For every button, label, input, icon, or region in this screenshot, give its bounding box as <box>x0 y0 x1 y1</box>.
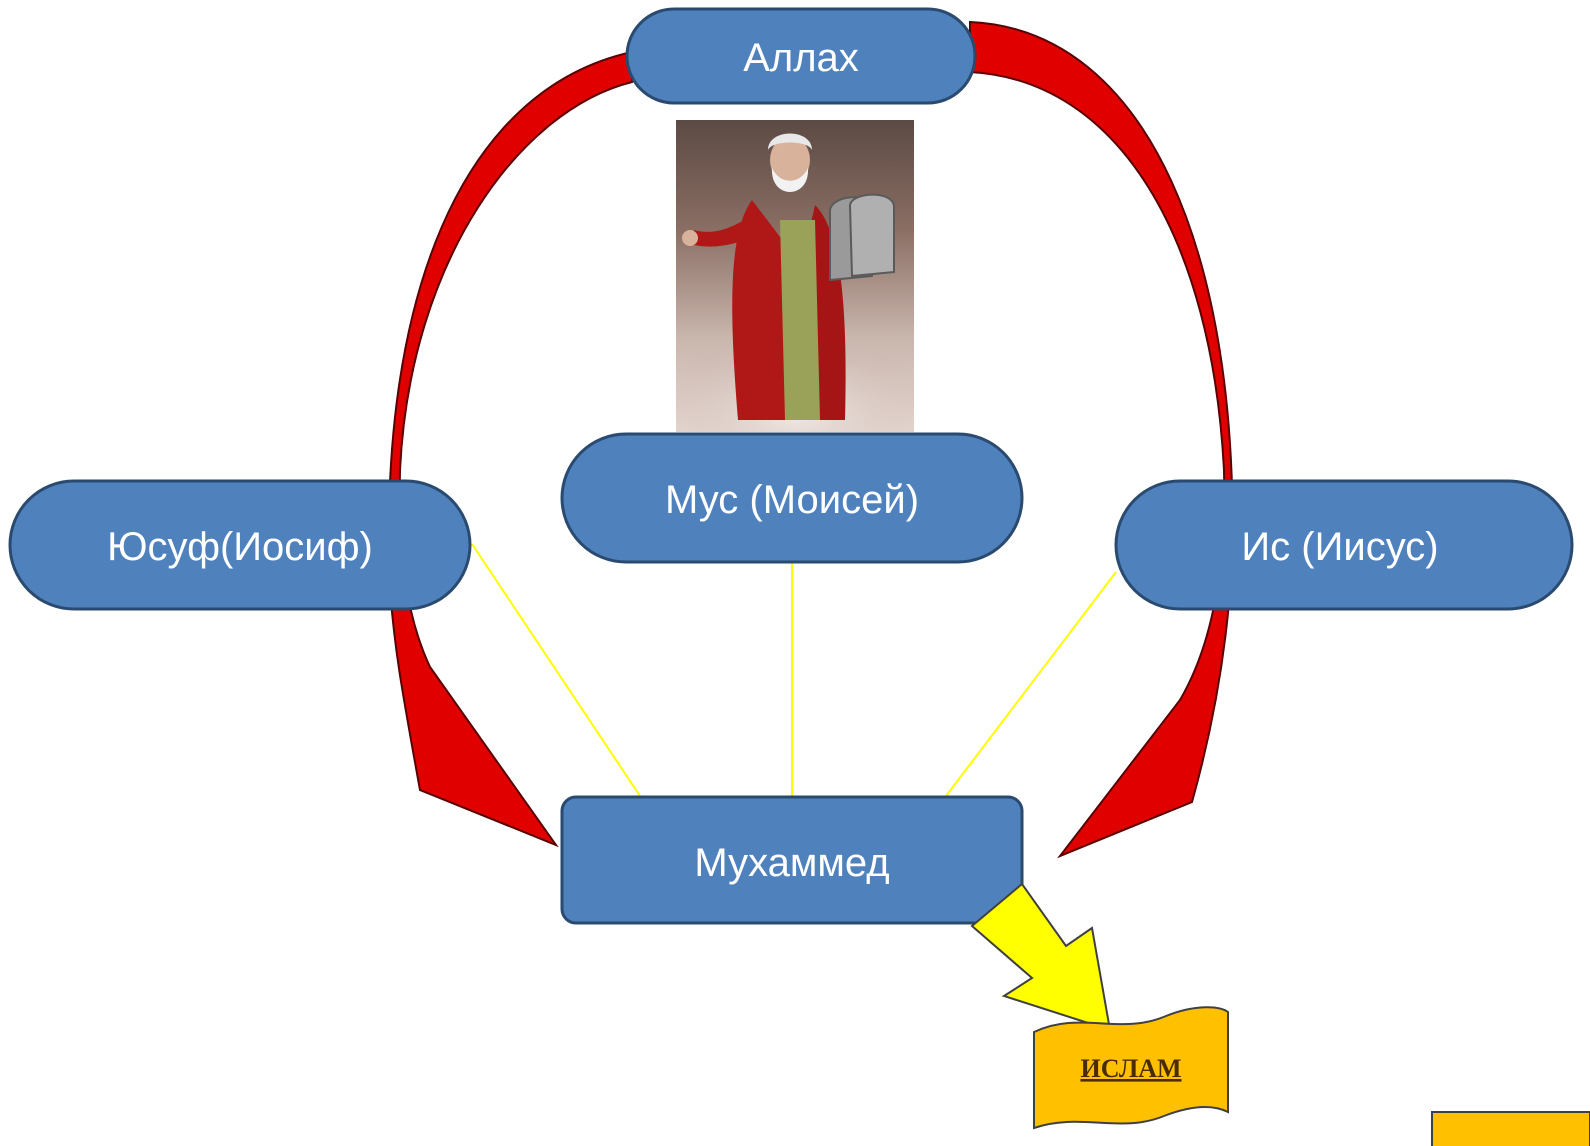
prophet-illustration <box>676 120 914 432</box>
node-left-shape <box>8 479 472 611</box>
node-left: Юсуф(Иосиф) <box>8 479 472 611</box>
node-right-shape <box>1114 479 1574 611</box>
connector-right <box>945 571 1117 797</box>
node-bottom-shape <box>560 795 1024 925</box>
result-arrow <box>970 882 1112 1032</box>
thin-connectors <box>471 543 1117 797</box>
node-right: Ис (Иисус) <box>1114 479 1574 611</box>
node-right-label: Ис (Иисус) <box>1241 525 1438 569</box>
corner-button[interactable] <box>1431 1111 1590 1146</box>
node-bottom-label: Мухаммед <box>694 841 889 885</box>
big-arrow-right-shape <box>969 20 1234 859</box>
result-arrow-shape <box>970 882 1112 1032</box>
node-center-label: Мус (Моисей) <box>665 478 919 522</box>
big-arrow-left <box>387 50 633 848</box>
result-scroll[interactable]: ИСЛАМ <box>1033 1006 1229 1130</box>
node-bottom: Мухаммед <box>560 795 1024 925</box>
node-top: Аллах <box>625 7 977 105</box>
result-scroll-label[interactable]: ИСЛАМ <box>1080 1054 1181 1083</box>
big-arrow-right <box>969 20 1234 859</box>
node-top-label: Аллах <box>743 36 859 80</box>
node-center-shape <box>560 432 1024 564</box>
big-arrow-left-shape <box>387 50 633 848</box>
node-top-shape <box>625 7 977 105</box>
node-left-label: Юсуф(Иосиф) <box>107 525 373 569</box>
result-scroll-shape[interactable] <box>1033 1006 1229 1130</box>
connector-left <box>471 543 641 797</box>
node-center: Мус (Моисей) <box>560 432 1024 564</box>
